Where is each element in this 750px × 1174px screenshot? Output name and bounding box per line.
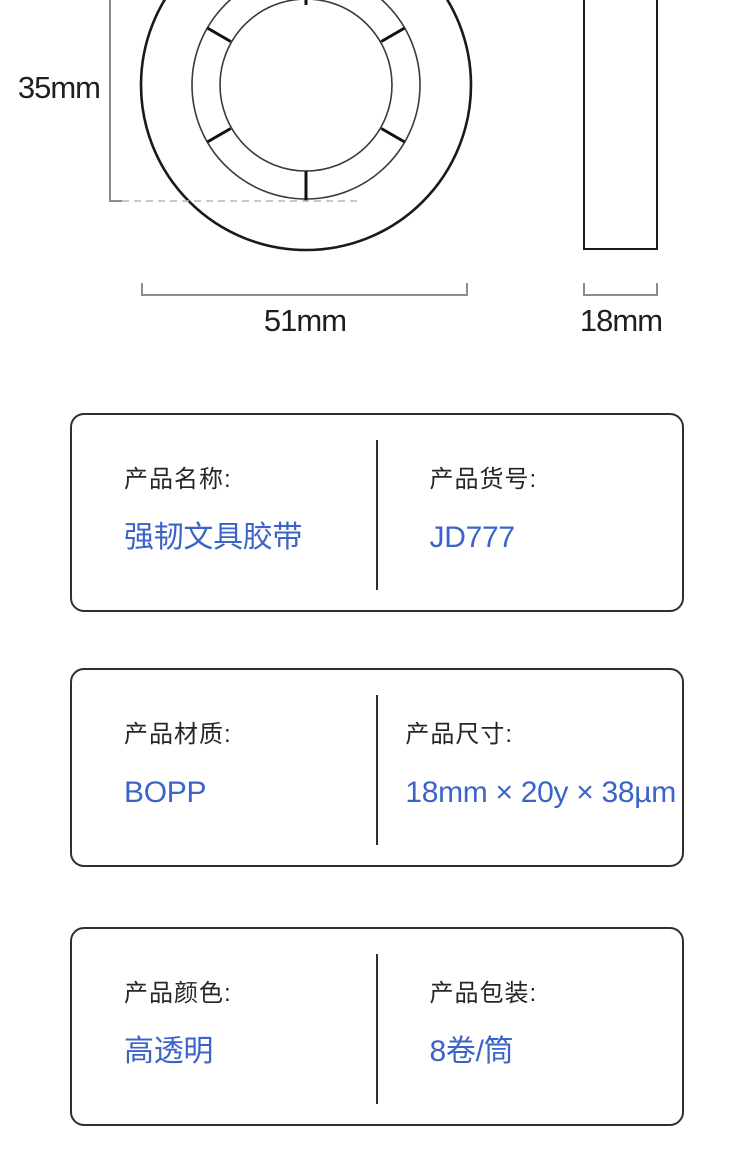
spec-cell-product-size: 产品尺寸: 18mm × 20y × 38µm — [352, 670, 682, 865]
tape-inner-ring-circle — [191, 0, 421, 200]
spec-cell-product-name: 产品名称: 强韧文具胶带 — [72, 415, 377, 610]
product-packaging-value: 8卷/筒 — [429, 1035, 514, 1068]
spec-cell-product-packaging: 产品包装: 8卷/筒 — [377, 929, 683, 1124]
tape-core-circle — [219, 0, 393, 172]
core-spoke-upper-right — [380, 26, 406, 43]
product-material-value: BOPP — [124, 776, 207, 809]
product-size-label: 产品尺寸: — [405, 721, 514, 748]
core-spoke-upper-left — [206, 26, 232, 43]
product-size-value: 18mm × 20y × 38µm — [405, 776, 676, 809]
product-color-value: 高透明 — [124, 1035, 214, 1068]
width-dimension-bracket — [583, 283, 658, 296]
spec-cell-product-material: 产品材质: BOPP — [72, 670, 352, 865]
diameter-dimension-bracket — [141, 283, 468, 296]
product-number-value: JD777 — [429, 521, 516, 554]
spec-card-color-packaging: 产品颜色: 高透明 产品包装: 8卷/筒 — [70, 927, 684, 1126]
card-divider — [376, 440, 378, 590]
spec-card-name-number: 产品名称: 强韧文具胶带 产品货号: JD777 — [70, 413, 684, 612]
spec-cell-product-color: 产品颜色: 高透明 — [72, 929, 377, 1124]
product-name-value: 强韧文具胶带 — [124, 521, 303, 554]
product-packaging-label: 产品包装: — [429, 980, 538, 1007]
core-spoke-lower-left — [206, 127, 232, 144]
product-material-label: 产品材质: — [124, 721, 232, 748]
spec-cell-product-number: 产品货号: JD777 — [377, 415, 683, 610]
width-dimension-label: 18mm — [580, 303, 662, 338]
height-dimension-line — [109, 0, 122, 202]
diameter-dimension-label: 51mm — [264, 303, 346, 338]
product-number-label: 产品货号: — [429, 466, 538, 493]
spec-card-material-size: 产品材质: BOPP 产品尺寸: 18mm × 20y × 38µm — [70, 668, 684, 867]
card-divider — [376, 695, 378, 845]
product-name-label: 产品名称: — [124, 466, 232, 493]
core-spoke-lower-right — [380, 127, 406, 144]
card-divider — [376, 954, 378, 1104]
tape-side-view — [583, 0, 658, 250]
tape-dimension-diagram: 35mm 51mm 18mm — [18, 0, 663, 338]
height-dimension-label: 35mm — [18, 70, 100, 105]
tape-outer-circle — [139, 0, 473, 252]
product-color-label: 产品颜色: — [124, 980, 232, 1007]
